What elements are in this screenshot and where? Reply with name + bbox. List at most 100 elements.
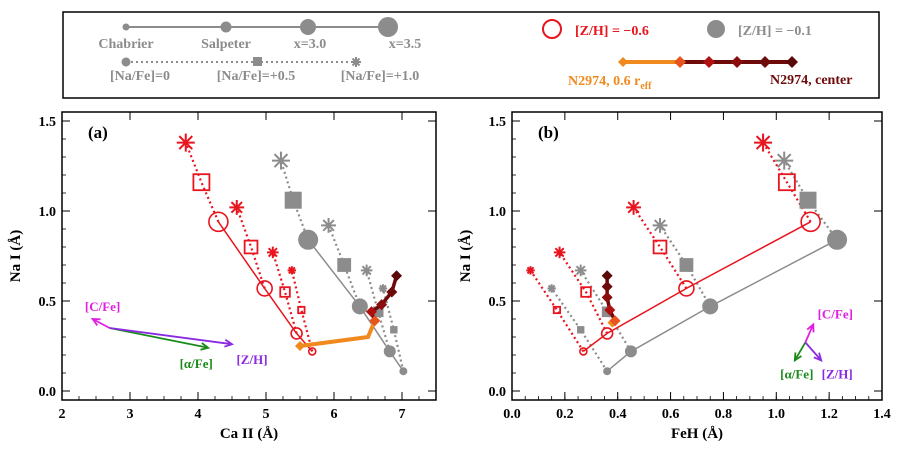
legend-marker-chabrier xyxy=(122,23,130,31)
n2974-marker xyxy=(601,291,613,303)
marker-imf xyxy=(290,327,303,340)
vector-arrowhead xyxy=(90,318,101,326)
marker-star-arm xyxy=(267,247,278,258)
x-tick-label: 0.4 xyxy=(609,407,627,422)
x-tick-label: 0.8 xyxy=(715,407,733,422)
x-tick-label: 0.6 xyxy=(662,407,680,422)
marker-nafe-10 xyxy=(775,151,794,170)
n2974-marker xyxy=(295,341,305,351)
vector-label: [α/Fe] xyxy=(780,366,813,381)
nafe-line xyxy=(558,251,609,334)
n2974-marker xyxy=(609,315,621,327)
marker-nafe-10 xyxy=(754,133,773,152)
vector-arrow xyxy=(109,327,233,346)
marker-star-arm xyxy=(379,284,387,293)
marker-nafe-05 xyxy=(552,305,562,315)
legend: Chabrier Salpeter x=3.0 x=3.5 [Na/Fe]=0 … xyxy=(62,11,880,99)
marker-nafe-05 xyxy=(337,258,352,272)
n2974-marker xyxy=(601,281,613,293)
marker-nafe-10 xyxy=(574,264,587,277)
marker-imf xyxy=(298,229,319,250)
marker-nafe-10 xyxy=(267,246,279,259)
nafe-line xyxy=(235,207,266,289)
marker-star-arm xyxy=(547,284,556,293)
vector-arrow xyxy=(804,341,822,361)
marker-nafe-05 xyxy=(577,326,585,334)
marker-imf xyxy=(702,298,719,315)
vector-arrowhead xyxy=(806,322,815,333)
marker-nafe-10 xyxy=(287,266,297,275)
legend-nafe-row: [Na/Fe]=0 [Na/Fe]=+0.5 [Na/Fe]=+1.0 xyxy=(110,57,419,84)
marker-star-arm xyxy=(554,247,565,258)
y-tick-label: 0.5 xyxy=(39,295,57,310)
vector-arrowhead xyxy=(224,339,235,348)
marker-nafe-05 xyxy=(279,286,291,298)
legend-label-n2974-center: N2974, center xyxy=(770,73,852,88)
legend-n2974: N2974, 0.6 reff N2974, center xyxy=(568,56,852,92)
marker-imf xyxy=(399,367,408,376)
marker-imf xyxy=(600,327,614,340)
nafe-line xyxy=(550,287,609,372)
imf-line xyxy=(606,239,838,372)
vector-label: [Z/H] xyxy=(822,366,853,381)
marker-nafe-10 xyxy=(547,284,556,293)
y-tick-label: 0.0 xyxy=(489,385,507,400)
marker-imf xyxy=(351,298,368,315)
vector-arrow xyxy=(109,327,209,349)
marker-star-arm xyxy=(361,265,372,276)
x-tick-label: 7 xyxy=(399,407,406,422)
marker-star-arm xyxy=(230,201,243,214)
legend-label-nafe05: [Na/Fe]=+0.5 xyxy=(217,69,296,84)
vector-label: [C/Fe] xyxy=(818,306,853,321)
y-tick-label: 0.5 xyxy=(489,295,507,310)
panel-label: (b) xyxy=(538,123,559,142)
plot-frame xyxy=(511,111,883,401)
marker-imf xyxy=(208,211,229,233)
marker-star-arm xyxy=(178,135,193,150)
marker-imf xyxy=(603,367,612,376)
marker-star-arm xyxy=(575,265,586,276)
marker-star-arm xyxy=(273,153,289,168)
vector-label: [α/Fe] xyxy=(180,356,213,371)
marker-nafe-05 xyxy=(284,191,302,209)
marker-star-arm xyxy=(627,201,640,214)
vector-arrowhead xyxy=(793,352,802,363)
legend-n2974-marker-5 xyxy=(786,56,798,68)
imf-line xyxy=(217,221,313,352)
n2974-marker xyxy=(391,270,403,282)
legend-n2974-marker-3 xyxy=(731,56,743,68)
marker-nafe-05 xyxy=(679,258,694,272)
x-tick-label: 2 xyxy=(59,407,66,422)
legend-n2974-outer-marker xyxy=(618,57,628,67)
x-tick-label: 1.4 xyxy=(873,407,891,422)
y-tick-label: 1.0 xyxy=(489,205,507,220)
marker-nafe-10 xyxy=(229,200,245,215)
vector-arrowhead xyxy=(200,342,211,351)
marker-nafe-10 xyxy=(360,264,373,277)
legend-marker-salpeter xyxy=(220,21,232,33)
x-tick-label: 5 xyxy=(263,407,270,422)
x-axis-label: Ca II (Å) xyxy=(220,426,278,442)
nafe-line xyxy=(271,252,298,334)
marker-star-arm xyxy=(755,135,771,150)
marker-nafe-05 xyxy=(297,305,306,315)
marker-star-arm xyxy=(526,266,535,275)
marker-nafe-10 xyxy=(553,246,566,259)
panel-label: (a) xyxy=(88,123,108,142)
marker-nafe-10 xyxy=(321,218,336,233)
legend-label-chabrier: Chabrier xyxy=(98,37,153,52)
legend-marker-nafe10 xyxy=(351,57,361,67)
nafe-line xyxy=(659,224,712,307)
marker-nafe-05 xyxy=(192,173,211,192)
x-tick-label: 1.0 xyxy=(768,407,786,422)
vector-arrow xyxy=(92,318,111,329)
x-axis-label: FeH (Å) xyxy=(671,426,723,442)
marker-nafe-05 xyxy=(243,239,259,255)
x-tick-label: 3 xyxy=(127,407,134,422)
marker-nafe-05 xyxy=(652,239,668,255)
y-tick-label: 1.0 xyxy=(39,205,57,220)
legend-marker-nafe05 xyxy=(253,57,262,66)
